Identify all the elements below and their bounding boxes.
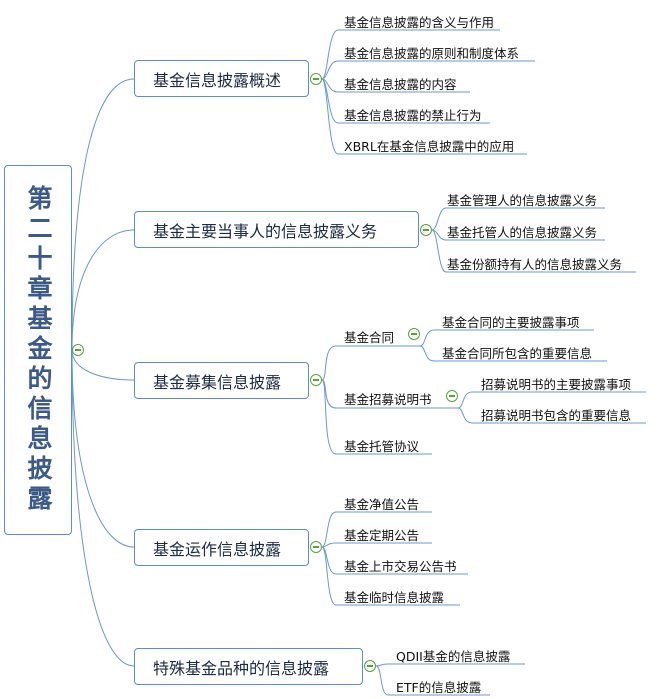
leaf-topic[interactable]: XBRL在基金信息披露中的应用 [344,139,515,154]
collapse-toggle-icon[interactable] [72,344,84,356]
leaf-topic[interactable]: 基金合同的主要披露事项 [442,315,580,330]
leaf-topic[interactable]: 基金临时信息披露 [344,590,445,605]
branch-topic-label: 基金信息披露概述 [153,70,282,90]
collapse-toggle-icon[interactable] [408,328,420,340]
branch-topic[interactable]: 基金募集信息披露 [134,362,309,399]
collapse-toggle-icon[interactable] [420,224,432,236]
leaf-topic[interactable]: 基金管理人的信息披露义务 [447,193,598,208]
branch-topic-label: 基金主要当事人的信息披露义务 [153,221,378,241]
leaf-topic[interactable]: 基金定期公告 [344,528,420,543]
subtopic[interactable]: 基金合同 [344,330,395,345]
branch-topic[interactable]: 基金信息披露概述 [134,60,309,97]
collapse-toggle-icon[interactable] [364,660,376,672]
leaf-topic[interactable]: 招募说明书包含的重要信息 [481,408,632,423]
branch-topic-label: 基金运作信息披露 [153,539,282,559]
subtopic[interactable]: 基金招募说明书 [344,392,432,407]
leaf-topic[interactable]: QDII基金的信息披露 [396,649,511,664]
leaf-topic[interactable]: 基金合同所包含的重要信息 [442,346,593,361]
collapse-toggle-icon[interactable] [310,541,322,553]
branch-topic[interactable]: 基金运作信息披露 [134,529,309,566]
subtopic[interactable]: 基金托管协议 [344,439,420,454]
leaf-topic[interactable]: 基金份额持有人的信息披露义务 [447,257,623,272]
leaf-topic[interactable]: 基金托管人的信息披露义务 [447,225,598,240]
collapse-toggle-icon[interactable] [310,374,322,386]
branch-topic[interactable]: 基金主要当事人的信息披露义务 [134,211,419,248]
leaf-topic[interactable]: 基金信息披露的含义与作用 [344,15,495,30]
root-topic-label: 第二十章基金的信息披露 [24,185,53,515]
branch-topic-label: 特殊基金品种的信息披露 [153,658,330,678]
leaf-topic[interactable]: 基金信息披露的内容 [344,77,457,92]
leaf-topic[interactable]: ETF的信息披露 [396,680,482,695]
leaf-topic[interactable]: 基金信息披露的禁止行为 [344,108,482,123]
branch-topic[interactable]: 特殊基金品种的信息披露 [134,648,363,685]
collapse-toggle-icon[interactable] [446,390,458,402]
branch-topic-label: 基金募集信息披露 [153,372,282,392]
leaf-topic[interactable]: 招募说明书的主要披露事项 [481,377,632,392]
leaf-topic[interactable]: 基金信息披露的原则和制度体系 [344,46,520,61]
collapse-toggle-icon[interactable] [310,73,322,85]
root-topic[interactable]: 第二十章基金的信息披露 [4,165,72,535]
leaf-topic[interactable]: 基金上市交易公告书 [344,559,457,574]
leaf-topic[interactable]: 基金净值公告 [344,497,420,512]
